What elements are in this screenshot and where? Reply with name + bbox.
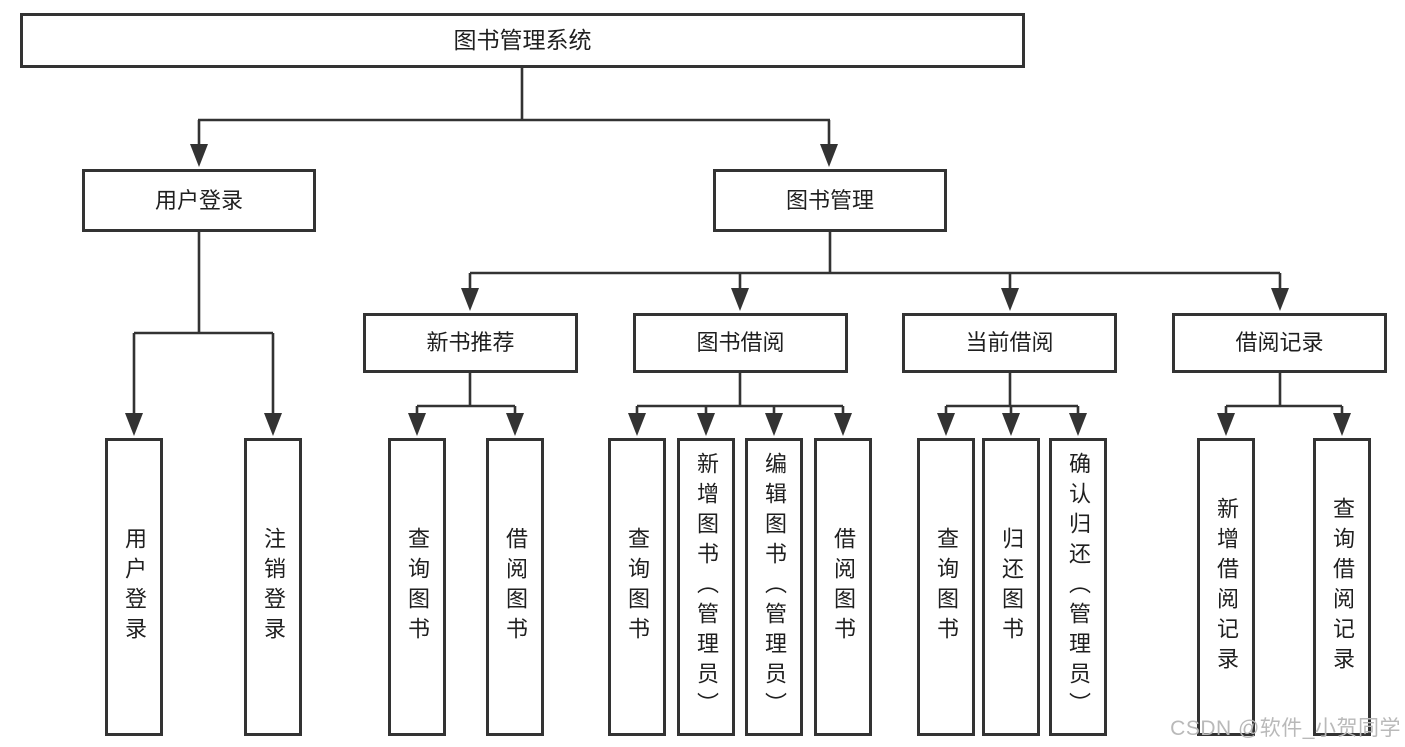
leaf-label: 归还图书 [999, 527, 1024, 647]
leaf-label: 借阅图书 [831, 527, 856, 647]
leaf-confirm-return-admin: 确认归还（管理员） [1049, 438, 1107, 736]
node-current-borrow: 当前借阅 [902, 313, 1117, 373]
leaf-label: 用户登录 [122, 527, 147, 647]
node-book-borrow: 图书借阅 [633, 313, 848, 373]
leaf-logout: 注销登录 [244, 438, 302, 736]
csdn-watermark: CSDN @软件_小贺同学 [1170, 717, 1401, 740]
leaf-query-book-current: 查询图书 [917, 438, 975, 736]
leaf-borrow-book: 借阅图书 [814, 438, 872, 736]
leaf-label: 借阅图书 [503, 527, 528, 647]
node-borrow-records: 借阅记录 [1172, 313, 1387, 373]
leaf-label: 查询图书 [405, 527, 430, 647]
leaf-label: 编辑图书（管理员） [762, 452, 787, 722]
leaf-query-book-borrow: 查询图书 [608, 438, 666, 736]
leaf-add-borrow-record: 新增借阅记录 [1197, 438, 1255, 736]
leaf-user-login: 用户登录 [105, 438, 163, 736]
leaf-label: 查询图书 [934, 527, 959, 647]
leaf-query-borrow-record: 查询借阅记录 [1313, 438, 1371, 736]
leaf-label: 注销登录 [261, 527, 286, 647]
leaf-add-book-admin: 新增图书（管理员） [677, 438, 735, 736]
leaf-query-book-recommend: 查询图书 [388, 438, 446, 736]
leaf-label: 查询图书 [625, 527, 650, 647]
leaf-return-book: 归还图书 [982, 438, 1040, 736]
leaf-label: 新增图书（管理员） [694, 452, 719, 722]
leaf-label: 确认归还（管理员） [1066, 452, 1091, 722]
node-root: 图书管理系统 [20, 13, 1025, 68]
leaf-label: 新增借阅记录 [1214, 497, 1239, 677]
leaf-label: 查询借阅记录 [1330, 497, 1355, 677]
leaf-borrow-book-recommend: 借阅图书 [486, 438, 544, 736]
node-book-management: 图书管理 [713, 169, 947, 232]
node-new-book-recommend: 新书推荐 [363, 313, 578, 373]
node-user-login: 用户登录 [82, 169, 316, 232]
leaf-edit-book-admin: 编辑图书（管理员） [745, 438, 803, 736]
